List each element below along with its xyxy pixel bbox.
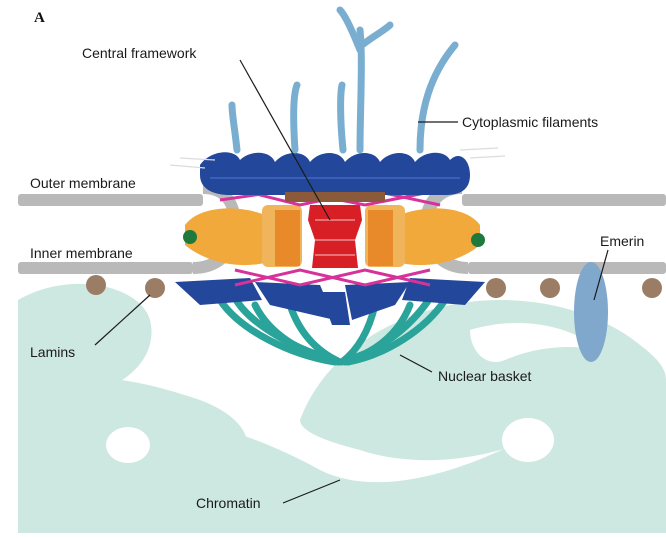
emerin <box>574 262 608 362</box>
label-chromatin: Chromatin <box>196 495 261 511</box>
central-framework <box>308 205 362 268</box>
cytoplasmic-filaments <box>232 10 455 150</box>
label-nuclear-basket: Nuclear basket <box>438 368 531 384</box>
panel-letter: A <box>34 10 45 26</box>
label-cytoplasmic-filaments: Cytoplasmic filaments <box>462 114 598 130</box>
outer-membrane-left <box>18 194 203 206</box>
label-emerin: Emerin <box>600 233 644 249</box>
label-lamins: Lamins <box>30 344 75 360</box>
label-outer-membrane: Outer membrane <box>30 175 136 191</box>
cytoplasmic-ring <box>200 152 470 202</box>
inner-membrane-right <box>468 262 666 274</box>
outer-membrane-right <box>462 194 666 206</box>
label-central-framework: Central framework <box>82 45 197 61</box>
inner-membrane-left <box>18 262 193 274</box>
label-inner-membrane: Inner membrane <box>30 245 133 261</box>
